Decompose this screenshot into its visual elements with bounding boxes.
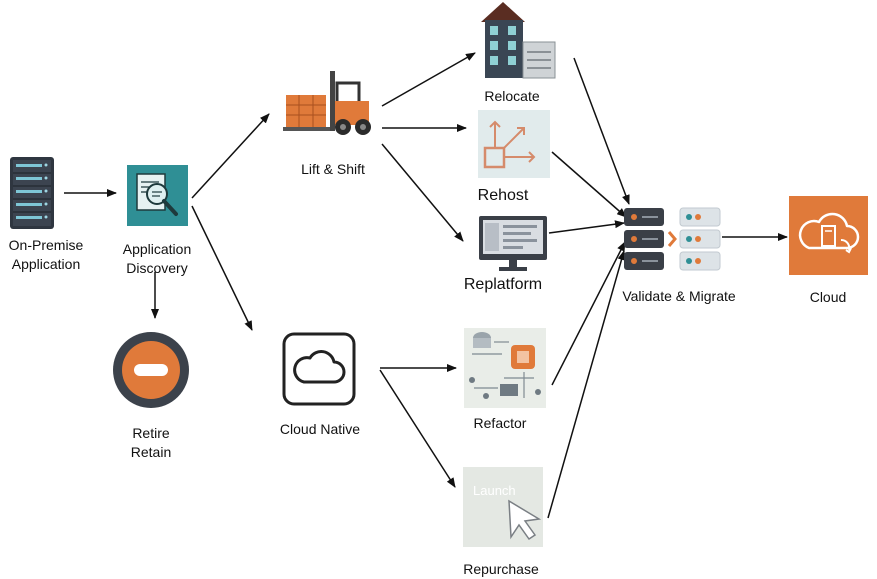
cloud-label: Cloud xyxy=(809,289,847,305)
cloud-server-icon xyxy=(789,196,868,275)
lift-shift-label: Lift & Shift xyxy=(301,161,365,177)
arrow-rehost-to-validate xyxy=(551,151,627,218)
arrow-cloudnative-to-repurchase xyxy=(379,369,456,488)
forklift-icon xyxy=(283,57,375,139)
arrow-replatform-to-validate xyxy=(548,220,625,234)
arrows-box-icon xyxy=(478,110,550,178)
relocate-label: Relocate xyxy=(484,88,540,104)
server-rack-icon xyxy=(8,155,56,231)
arrow-liftshift-to-relocate xyxy=(381,52,476,107)
arrow-refactor-to-validate xyxy=(551,241,626,386)
arrow-discovery-to-liftshift xyxy=(191,113,270,199)
rehost-label: Rehost xyxy=(477,187,529,204)
circuit-board-icon xyxy=(464,328,546,408)
cursor-launch-icon: Launch xyxy=(463,467,543,547)
server-stacks-icon xyxy=(622,204,722,274)
building-icon xyxy=(479,0,556,80)
arrow-relocate-to-validate xyxy=(573,57,630,205)
arrow-repurchase-to-validate xyxy=(547,250,626,519)
on-premise-label: On-Premise Application xyxy=(8,237,84,272)
stop-sign-icon xyxy=(112,331,190,409)
cloud-native-label: Cloud Native xyxy=(279,421,361,437)
refactor-label: Refactor xyxy=(473,415,527,431)
replatform-label: Replatform xyxy=(463,276,543,293)
cloud-outline-icon xyxy=(282,332,356,406)
svg-text:Launch: Launch xyxy=(473,483,516,498)
validate-label: Validate & Migrate xyxy=(622,288,736,304)
discovery-label: Application Discovery xyxy=(122,241,192,276)
arrow-discovery-to-cloudnative xyxy=(191,205,253,331)
arrow-liftshift-to-replatform xyxy=(381,143,464,242)
repurchase-label: Repurchase xyxy=(463,561,539,577)
document-search-icon xyxy=(127,165,188,226)
monitor-icon xyxy=(479,216,547,272)
retire-label: Retire Retain xyxy=(130,425,172,460)
